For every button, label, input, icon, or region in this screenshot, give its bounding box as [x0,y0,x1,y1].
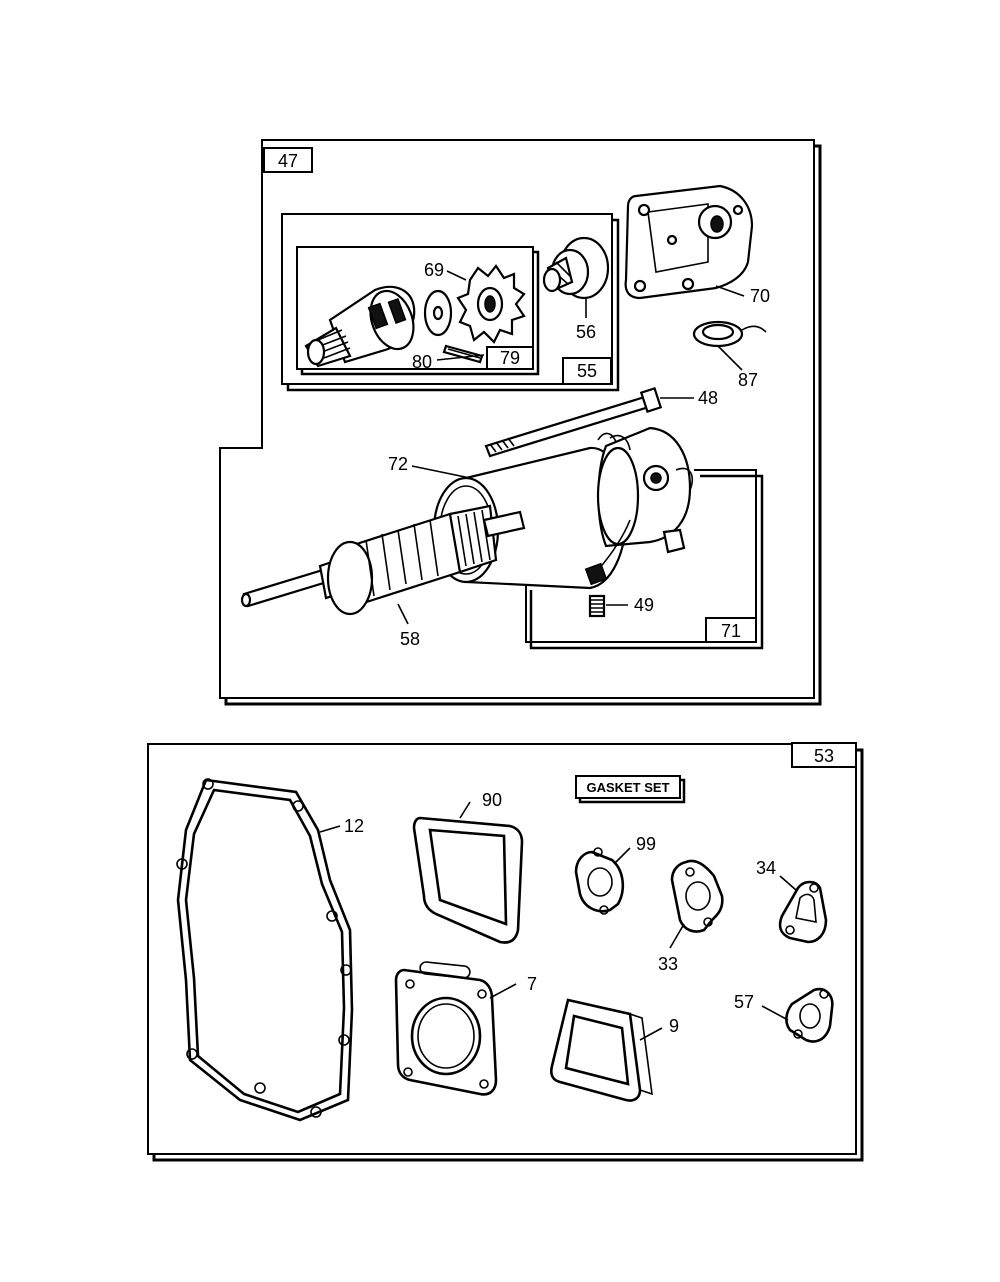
callout-57: 57 [734,992,754,1012]
crankcase-gasket-part [176,778,354,1122]
through-bolt-part [484,386,663,458]
end-cap-assembly-box: 71 [525,469,764,650]
assembly-53-label: 53 [814,746,834,766]
intake-gasket-99-part [574,847,625,915]
callout-12: 12 [344,816,364,836]
gasket-set-panel: 53 GASKET SET [147,742,864,1162]
gasket-set-title: GASKET SET [586,780,669,795]
callout-48: 48 [698,388,718,408]
valve-cover-gasket-part [412,816,524,944]
seal-part [692,320,767,348]
armature-part [240,504,526,616]
callout-99: 99 [636,834,656,854]
washer-part [423,289,453,337]
callout-49: 49 [634,595,654,615]
callout-72: 72 [388,454,408,474]
callout-34: 34 [756,858,776,878]
brush-end-cap-part [584,426,694,586]
assembly-47-label-box [263,147,313,173]
callout-56: 56 [576,322,596,342]
brush-spring-part [588,594,606,618]
assembly-55-label: 55 [577,361,597,381]
callout-80: 80 [412,352,432,372]
assembly-79-label: 79 [500,348,520,368]
drive-end-cap-part [624,184,754,300]
callout-70: 70 [750,286,770,306]
pinion-gear-part [456,264,526,344]
assembly-53-label-box [791,742,857,768]
gasket-34-part [778,880,828,944]
breather-gasket-part [549,998,653,1102]
clutch-housing-part [304,285,416,368]
callout-9: 9 [669,1016,679,1036]
spring-retainer-part [542,236,610,300]
callout-90: 90 [482,790,502,810]
callout-87: 87 [738,370,758,390]
assembly-71-label: 71 [721,621,741,641]
starter-callouts: 69 80 56 70 87 48 72 49 58 [388,260,770,649]
assembly-47-label: 47 [278,151,298,171]
callout-69: 69 [424,260,444,280]
starter-leader-lines [397,270,745,625]
callout-58: 58 [400,629,420,649]
carburetor-gasket-part [670,859,724,933]
cylinder-head-gasket-part [394,961,498,1096]
callout-33: 33 [658,954,678,974]
gasket-57-part [785,987,834,1043]
callout-7: 7 [527,974,537,994]
gasket-leader-lines [319,801,797,1041]
gasket-callouts: 90 12 99 34 33 7 57 9 [344,790,776,1036]
